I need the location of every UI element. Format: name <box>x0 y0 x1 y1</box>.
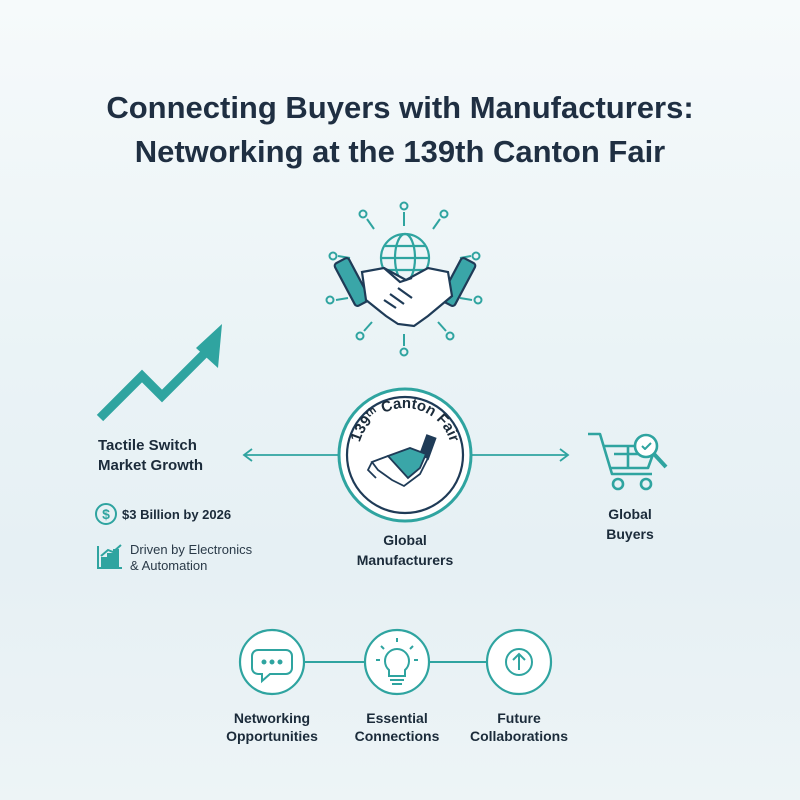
lightbulb-icon <box>376 638 418 685</box>
benefit-networking-1: Networking <box>233 710 311 726</box>
benefit-networking-2: Opportunities <box>226 728 318 744</box>
market-driver-1: Driven by Electronics <box>130 542 253 557</box>
title-line-2: Networking at the 139th Canton Fair <box>134 134 666 169</box>
global-handshake-icon <box>325 201 483 357</box>
connector-arrow <box>242 448 570 462</box>
buyers-label-2: Buyers <box>606 526 654 542</box>
growth-arrow-icon <box>96 324 222 422</box>
market-driver-2: & Automation <box>130 558 208 573</box>
svg-text:$: $ <box>102 506 110 522</box>
badge-handshake-icon <box>366 434 437 488</box>
market-title-2: Market Growth <box>98 457 204 474</box>
benefit-future-1: Future <box>497 710 541 726</box>
shopping-cart-icon <box>588 432 668 491</box>
title-line-1: Connecting Buyers with Manufacturers: <box>106 90 694 125</box>
bar-chart-icon <box>97 544 122 569</box>
buyers-label-1: Global <box>608 506 652 522</box>
dollar-icon: $ <box>95 503 117 525</box>
benefit-essential-2: Connections <box>354 728 440 744</box>
benefit-future-2: Collaborations <box>469 728 568 744</box>
manufacturers-label-1: Global <box>383 532 427 548</box>
benefit-essential-1: Essential <box>366 710 428 726</box>
market-stat: $3 Billion by 2026 <box>122 507 232 522</box>
up-arrow-icon <box>505 648 533 676</box>
market-title-1: Tactile Switch <box>98 437 197 454</box>
chat-bubble-icon <box>251 649 293 684</box>
manufacturers-label-2: Manufacturers <box>356 552 454 568</box>
badge-text: 139th Canton Fair <box>347 395 462 444</box>
